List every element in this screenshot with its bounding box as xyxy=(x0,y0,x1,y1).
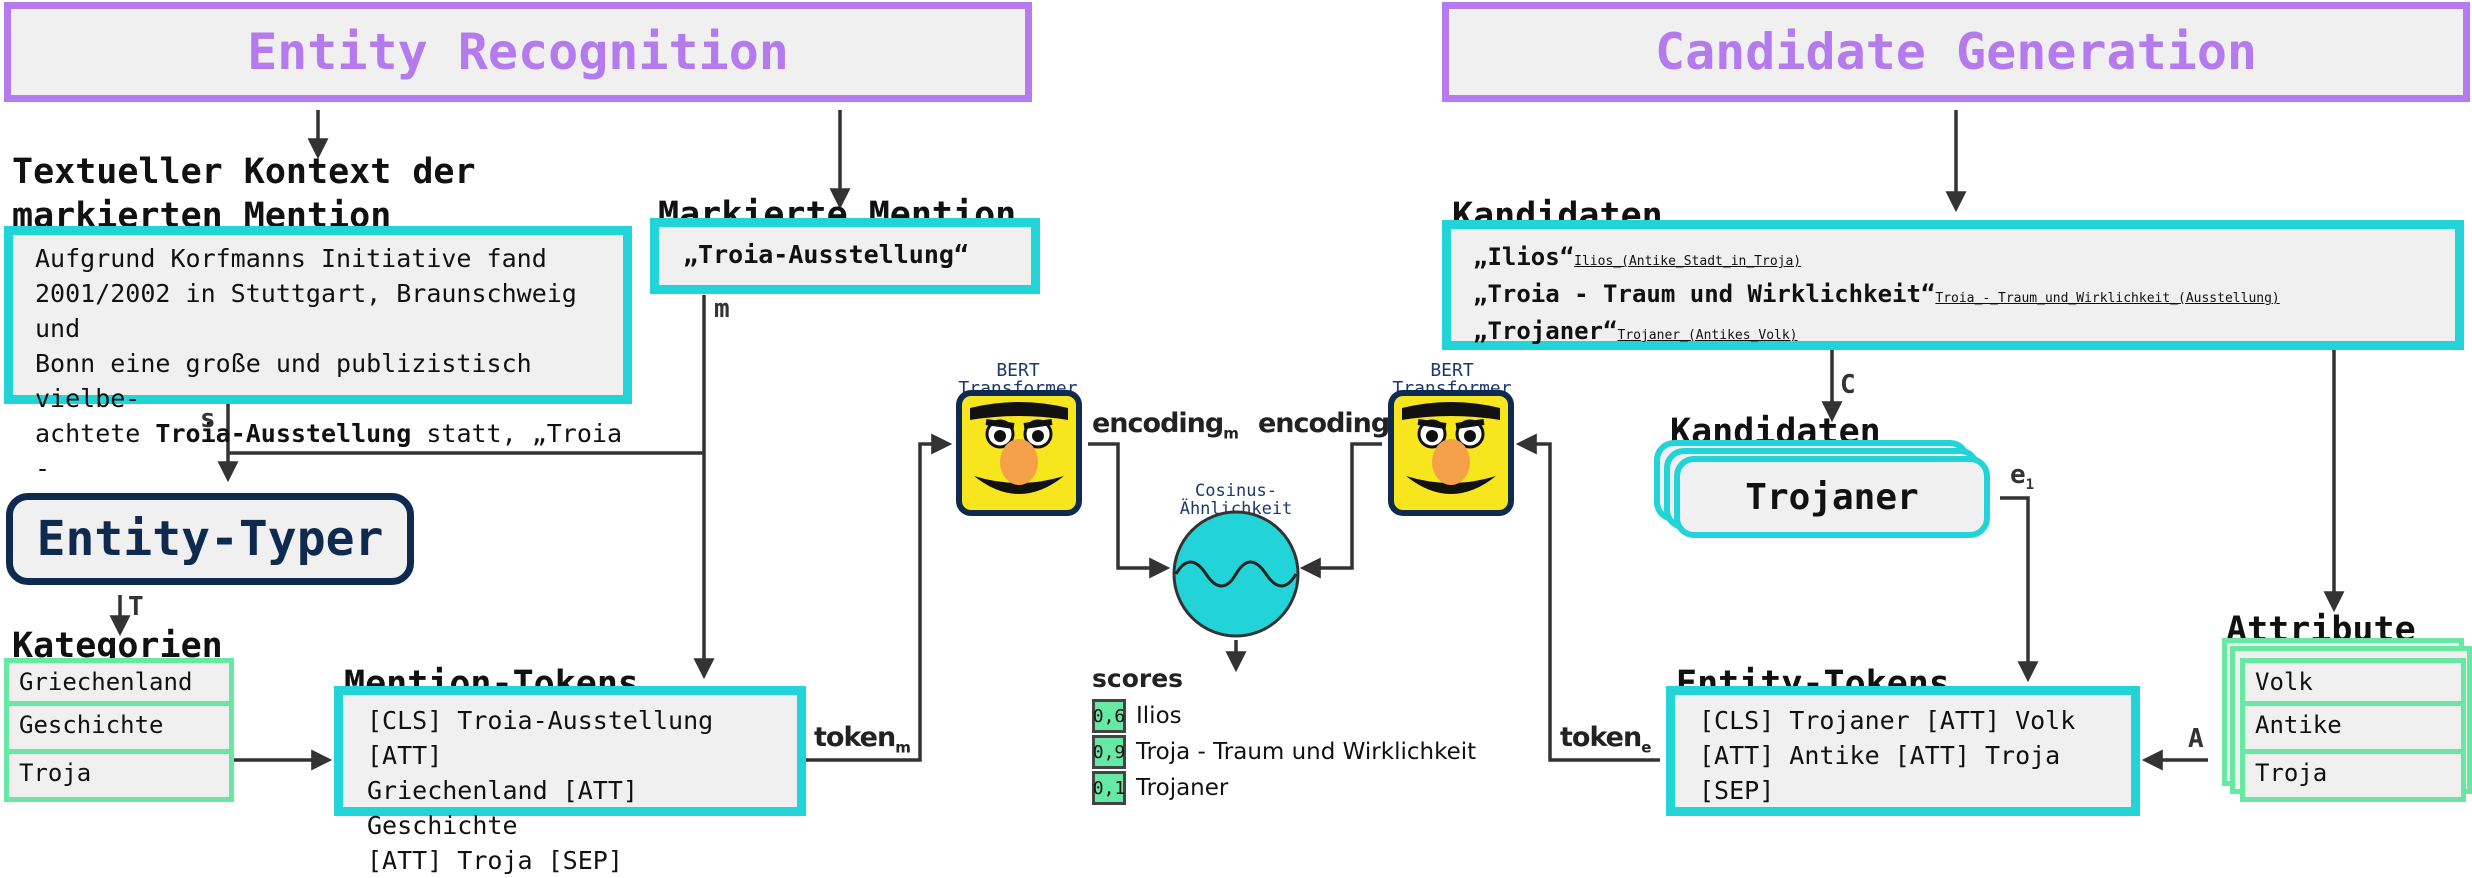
context-text-line: 2001/2002 in Stuttgart, Braunschweig und xyxy=(35,279,577,343)
kandidat-selected: Trojaner xyxy=(1745,476,1919,518)
entity-typer-box: Entity-Typer xyxy=(6,493,414,585)
kategorien-list: Griechenland Geschichte Troja xyxy=(4,658,234,802)
cosine-label: Cosinus- Ähnlichkeit xyxy=(1179,481,1293,519)
context-text-line: achtete Troia-Ausstellung statt, „Troia … xyxy=(35,419,623,483)
label-C: C xyxy=(1840,370,1856,400)
mention-tokens-box: [CLS] Troia-Ausstellung [ATT] Griechenla… xyxy=(334,686,806,875)
cosine-similarity-icon xyxy=(1170,508,1302,640)
kandidat-row: „Troia - Traum und Wirklichkeit“Troia_-_… xyxy=(1473,280,2280,308)
context-text-line: Bonn eine große und publizistisch vielbe… xyxy=(35,349,532,413)
kategorie-item: Troja xyxy=(4,754,234,802)
connector-lines xyxy=(109,110,2345,771)
entity-tokens-line: [CLS] Trojaner [ATT] Volk xyxy=(1699,706,2076,735)
attribute-list: Volk Antike Troja xyxy=(2240,658,2466,802)
attribute-item: Antike xyxy=(2240,706,2466,754)
context-box: Aufgrund Korfmanns Initiative fand 2001/… xyxy=(4,226,632,518)
kandidaten-box: „Ilios“Ilios_(Antike_Stadt_in_Troja) „Tr… xyxy=(1442,220,2464,350)
attribute-item: Volk xyxy=(2240,658,2466,706)
label-A: A xyxy=(2188,724,2204,754)
context-text-line: Aufgrund Korfmanns Initiative fand xyxy=(35,244,547,273)
token-m-label: tokenm xyxy=(814,722,911,757)
kandidat-link[interactable]: Troia_-_Traum_und_Wirklichkeit_(Ausstell… xyxy=(1935,291,2280,306)
kandidat-link[interactable]: Trojaner_(Antikes_Volk) xyxy=(1617,328,1798,343)
kandidaten-stack-front: Trojaner xyxy=(1674,456,1990,538)
kategorie-item: Griechenland xyxy=(4,658,234,706)
encoding-m-label: encodingm xyxy=(1092,408,1239,443)
kandidat-row: „Trojaner“Trojaner_(Antikes_Volk) xyxy=(1473,317,1798,345)
scores-title: scores xyxy=(1092,664,1184,693)
entity-tokens-line: [ATT] Antike [ATT] Troja xyxy=(1699,741,2061,770)
context-title: Textueller Kontext der markierten Mentio… xyxy=(12,150,476,238)
encoding-e-label: encodinge xyxy=(1258,408,1399,442)
entity-tokens-line: [SEP] xyxy=(1699,776,1775,805)
entity-typer-label: Entity-Typer xyxy=(36,511,384,567)
mention-highlight: Troia-Ausstellung xyxy=(155,419,412,448)
label-m: m xyxy=(714,294,730,324)
mention-box: „Troia-Ausstellung“ xyxy=(650,218,1040,294)
candidate-generation-title: Candidate Generation xyxy=(1654,23,2258,81)
mention-tokens-line: [CLS] Troia-Ausstellung [ATT] xyxy=(367,706,714,770)
entity-recognition-title: Entity Recognition xyxy=(247,23,789,81)
token-e-label: tokene xyxy=(1560,722,1651,757)
label-T: T xyxy=(128,592,144,622)
bert-left-icon xyxy=(956,390,1082,516)
kandidat-row: „Ilios“Ilios_(Antike_Stadt_in_Troja) xyxy=(1473,243,1802,271)
mention-value: „Troia-Ausstellung“ xyxy=(683,240,969,269)
attribute-item: Troja xyxy=(2240,754,2466,802)
bert-right-icon xyxy=(1388,390,1514,516)
mention-tokens-line: Griechenland [ATT] Geschichte xyxy=(367,776,638,840)
kategorie-item: Geschichte xyxy=(4,706,234,754)
entity-recognition-header: Entity Recognition xyxy=(4,2,1032,102)
candidate-generation-header: Candidate Generation xyxy=(1442,2,2470,102)
label-e1: e1 xyxy=(2010,460,2035,494)
kandidat-link[interactable]: Ilios_(Antike_Stadt_in_Troja) xyxy=(1574,254,1802,269)
entity-tokens-box: [CLS] Trojaner [ATT] Volk [ATT] Antike [… xyxy=(1666,686,2140,816)
context-title-line1: Textueller Kontext der xyxy=(12,152,476,192)
mention-tokens-line: [ATT] Troja [SEP] xyxy=(367,846,623,875)
label-s: s xyxy=(200,404,216,434)
